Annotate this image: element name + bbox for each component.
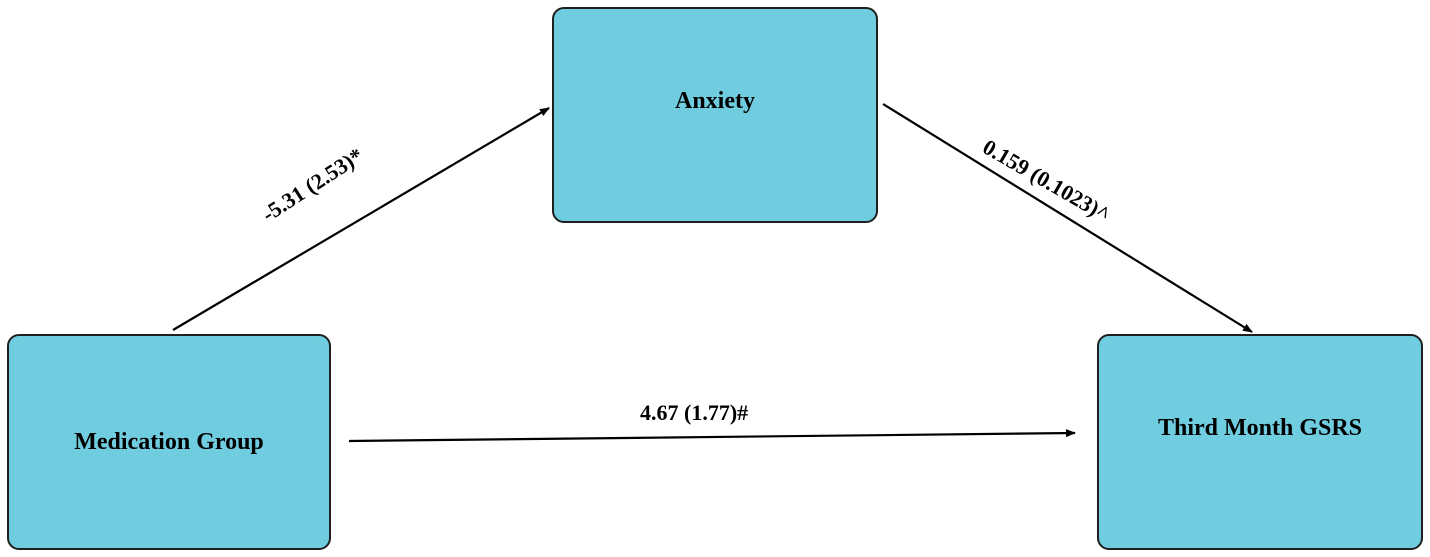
path-c-coefficient: 4.67 (1.77)#	[640, 400, 749, 425]
node-third-month-gsrs: Third Month GSRS	[1097, 334, 1423, 550]
node-medication-group-label: Medication Group	[74, 428, 264, 455]
node-anxiety: Anxiety	[552, 7, 878, 223]
arrow-medication-to-gsrs	[348, 429, 1076, 443]
node-third-month-gsrs-label: Third Month GSRS	[1157, 414, 1363, 441]
arrow-medication-to-anxiety	[172, 107, 550, 331]
node-anxiety-label: Anxiety	[675, 87, 755, 114]
node-medication-group: Medication Group	[7, 334, 331, 550]
arrow-anxiety-to-gsrs	[882, 103, 1253, 333]
